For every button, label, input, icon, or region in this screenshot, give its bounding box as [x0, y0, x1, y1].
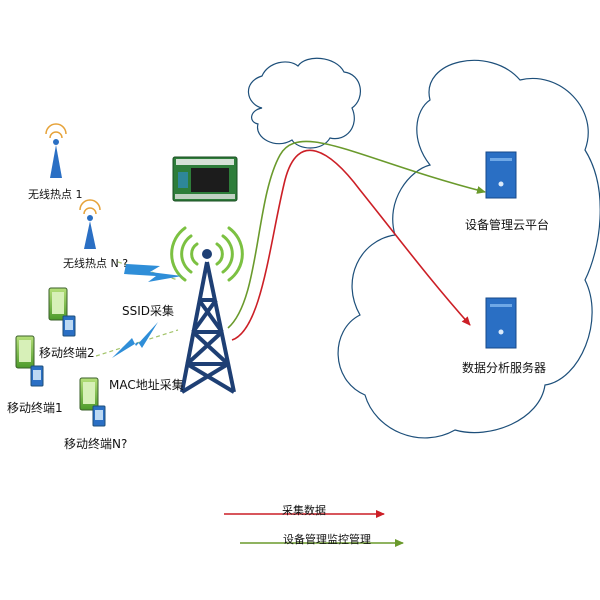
terminal-1-icon: [15, 335, 44, 387]
hotspot-1-label: 无线热点 1: [28, 188, 83, 201]
data-arrow-path: [231, 149, 471, 341]
tower-wave-icon: [170, 226, 244, 282]
wifi-module-icon: [172, 156, 238, 202]
cloud-platform-label: 设备管理云平台: [465, 218, 550, 232]
lightning-icon: [112, 322, 158, 358]
terminal-1-label: 移动终端1: [7, 401, 63, 415]
analysis-server-label: 数据分析服务器: [462, 361, 547, 375]
terminal-n-icon: [79, 377, 106, 427]
cloud-platform-server-icon: [485, 151, 517, 199]
hotspot-n-label: 无线热点 N ?: [63, 257, 129, 270]
ssid-link: [117, 261, 182, 282]
analysis-server-icon: [485, 297, 517, 349]
mac-link: [95, 322, 179, 358]
legend-mgmt-label: 设备管理监控管理: [283, 533, 371, 546]
ssid-label: SSID采集: [122, 304, 175, 318]
hotspot-n-antenna-icon: [79, 199, 101, 249]
mgmt-arrow-path: [227, 140, 486, 329]
legend-data-label: 采集数据: [282, 504, 326, 517]
terminal-2-icon: [48, 287, 76, 337]
lightning-icon: [124, 264, 182, 282]
tower-icon: [180, 249, 236, 394]
large-cloud-shape: [337, 59, 600, 439]
mac-label: MAC地址采集: [109, 378, 184, 392]
small-cloud-shape: [247, 57, 361, 149]
terminal-2-label: 移动终端2: [39, 346, 95, 360]
terminal-n-label: 移动终端N?: [64, 437, 128, 451]
hotspot-1-antenna-icon: [45, 123, 67, 178]
